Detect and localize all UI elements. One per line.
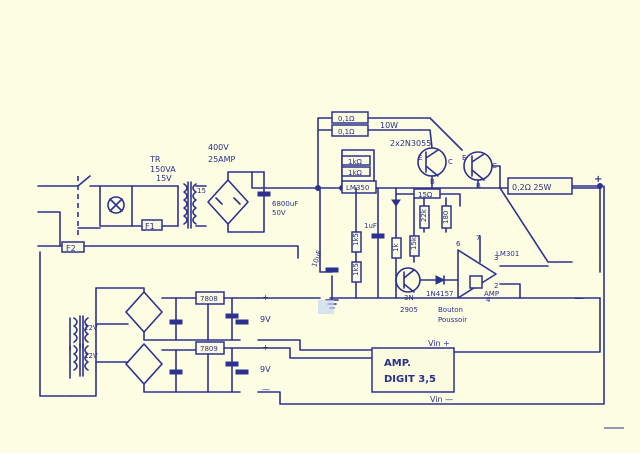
aux-voltage-a: 12V — [84, 324, 98, 332]
push-button-amp: AMP — [484, 290, 499, 298]
amp-digit-subtitle: DIGIT 3,5 — [384, 374, 436, 385]
push-button-label-1: Bouton — [438, 306, 463, 314]
bridge-voltage: 400V — [208, 143, 229, 152]
regulator-lm350-label: LM350 — [346, 184, 369, 192]
resistor-0r2-label: 0,2Ω 25W — [512, 183, 552, 192]
transformer-label: TR — [149, 155, 161, 164]
transformer-va: 150VA — [150, 165, 176, 174]
regulator-lm350 — [341, 180, 377, 194]
amp-digit-module — [371, 347, 455, 393]
resistor-1k-a — [341, 155, 371, 166]
resistor-1k5-a — [351, 231, 362, 253]
aux-supply-1: 12V 7808 9V + — — [69, 287, 373, 397]
resistor-15r-label: 15Ω — [418, 191, 433, 199]
opamp-pin6: 6 — [456, 240, 461, 248]
lm350-block: 1kΩ 1kΩ LM350 — [341, 149, 377, 194]
amp-digit-title: AMP. — [384, 358, 411, 369]
fuse-f2-label: F2 — [66, 244, 76, 253]
aux-supply-2: 12V 7809 9V + — — [69, 185, 605, 405]
resistor-1k — [391, 237, 402, 259]
opamp-pin4: 4 — [486, 296, 491, 304]
diode-1n4157: 1N4157 — [426, 290, 454, 298]
aux-voltage-b: 12V — [84, 352, 98, 360]
resistor-1k-b — [341, 166, 371, 177]
resistor-1k-b-label: 1kΩ — [348, 169, 363, 177]
resistor-1k-label: 1k — [392, 243, 400, 252]
regulator-7809-label: 7809 — [200, 345, 218, 353]
output-plus: + — [594, 174, 602, 185]
push-button-label-2: Poussoir — [438, 316, 467, 324]
main-capacitor-voltage: 50V — [272, 209, 286, 217]
fuse-f2 — [61, 241, 85, 253]
transistor-3n: 3N — [404, 294, 414, 302]
resistor-15k — [409, 235, 420, 257]
control-section: 10uF 1k5 1k5 1uF 1k 15k 22k 180 3N 2905 … — [310, 187, 459, 314]
resistor-1k5-a-label: 1k5 — [352, 233, 360, 246]
transistor-pair: 2x2N3055 E C B E C B — [390, 139, 501, 190]
q1-c: C — [448, 158, 453, 166]
opamp-pin3: 3 — [494, 254, 498, 262]
opamp-lm301: 6 7 3 2 4 LM301 AMP Bouton Poussoir — [438, 234, 549, 324]
resistor-1k-a-label: 1kΩ — [348, 158, 363, 166]
fuse-f1-label: F1 — [145, 222, 155, 231]
amp-digit-box: AMP. DIGIT 3,5 Vin + Vin — — [371, 297, 601, 404]
q1-e: E — [418, 154, 422, 162]
transistor-pair-label: 2x2N3055 — [390, 139, 431, 148]
resistor-1k5-b-label: 1k5 — [352, 263, 360, 276]
amp-vin-plus: Vin + — [428, 339, 450, 348]
q2-e: E — [462, 154, 466, 162]
opamp-pin2: 2 — [494, 282, 498, 290]
opamp-label: LM301 — [496, 250, 519, 258]
resistor-power: 10W — [380, 121, 398, 130]
transformer-tr: TR 150VA 15V 15 — [149, 155, 206, 229]
main-bridge-rectifier: 400V 25AMP — [195, 143, 265, 233]
resistor-15k-label: 15k — [410, 236, 418, 250]
emitter-resistors: 0,1Ω 0,1Ω 10W — [317, 111, 463, 189]
transistor-2905: 2905 — [400, 306, 418, 314]
output-resistor: 0,2Ω 25W + — — [329, 174, 603, 304]
output-minus: — — [574, 293, 584, 304]
amp-vin-minus: Vin — — [430, 395, 453, 404]
resistor-0r1-b-label: 0,1Ω — [338, 128, 355, 136]
opamp-pin7: 7 — [476, 234, 480, 242]
main-capacitor-value: 6800uF — [272, 200, 298, 208]
resistor-0r1-a-label: 0,1Ω — [338, 115, 355, 123]
aux-output-9v-b: 9V — [260, 365, 271, 374]
resistor-22k — [419, 205, 430, 229]
resistor-15-block: 15Ω — [391, 187, 461, 207]
resistor-22k-label: 22k — [420, 208, 428, 222]
resistor-180-label: 180 — [442, 211, 450, 224]
resistor-1k5-b — [351, 261, 362, 283]
mains-input: F1 F2 — [37, 175, 299, 397]
resistor-180 — [441, 205, 452, 229]
bridge-current: 25AMP — [208, 155, 236, 164]
transformer-voltage: 15V — [156, 174, 172, 183]
aux-output-9v-a: 9V — [260, 315, 271, 324]
lamp-icon — [107, 196, 125, 214]
fuse-f1 — [141, 219, 163, 231]
cap-1uf: 1uF — [364, 222, 377, 230]
ink-blot — [318, 300, 334, 314]
secondary-voltage: 15 — [197, 187, 206, 195]
regulator-7808-label: 7808 — [200, 295, 218, 303]
aux-minus-b: — — [262, 385, 270, 394]
